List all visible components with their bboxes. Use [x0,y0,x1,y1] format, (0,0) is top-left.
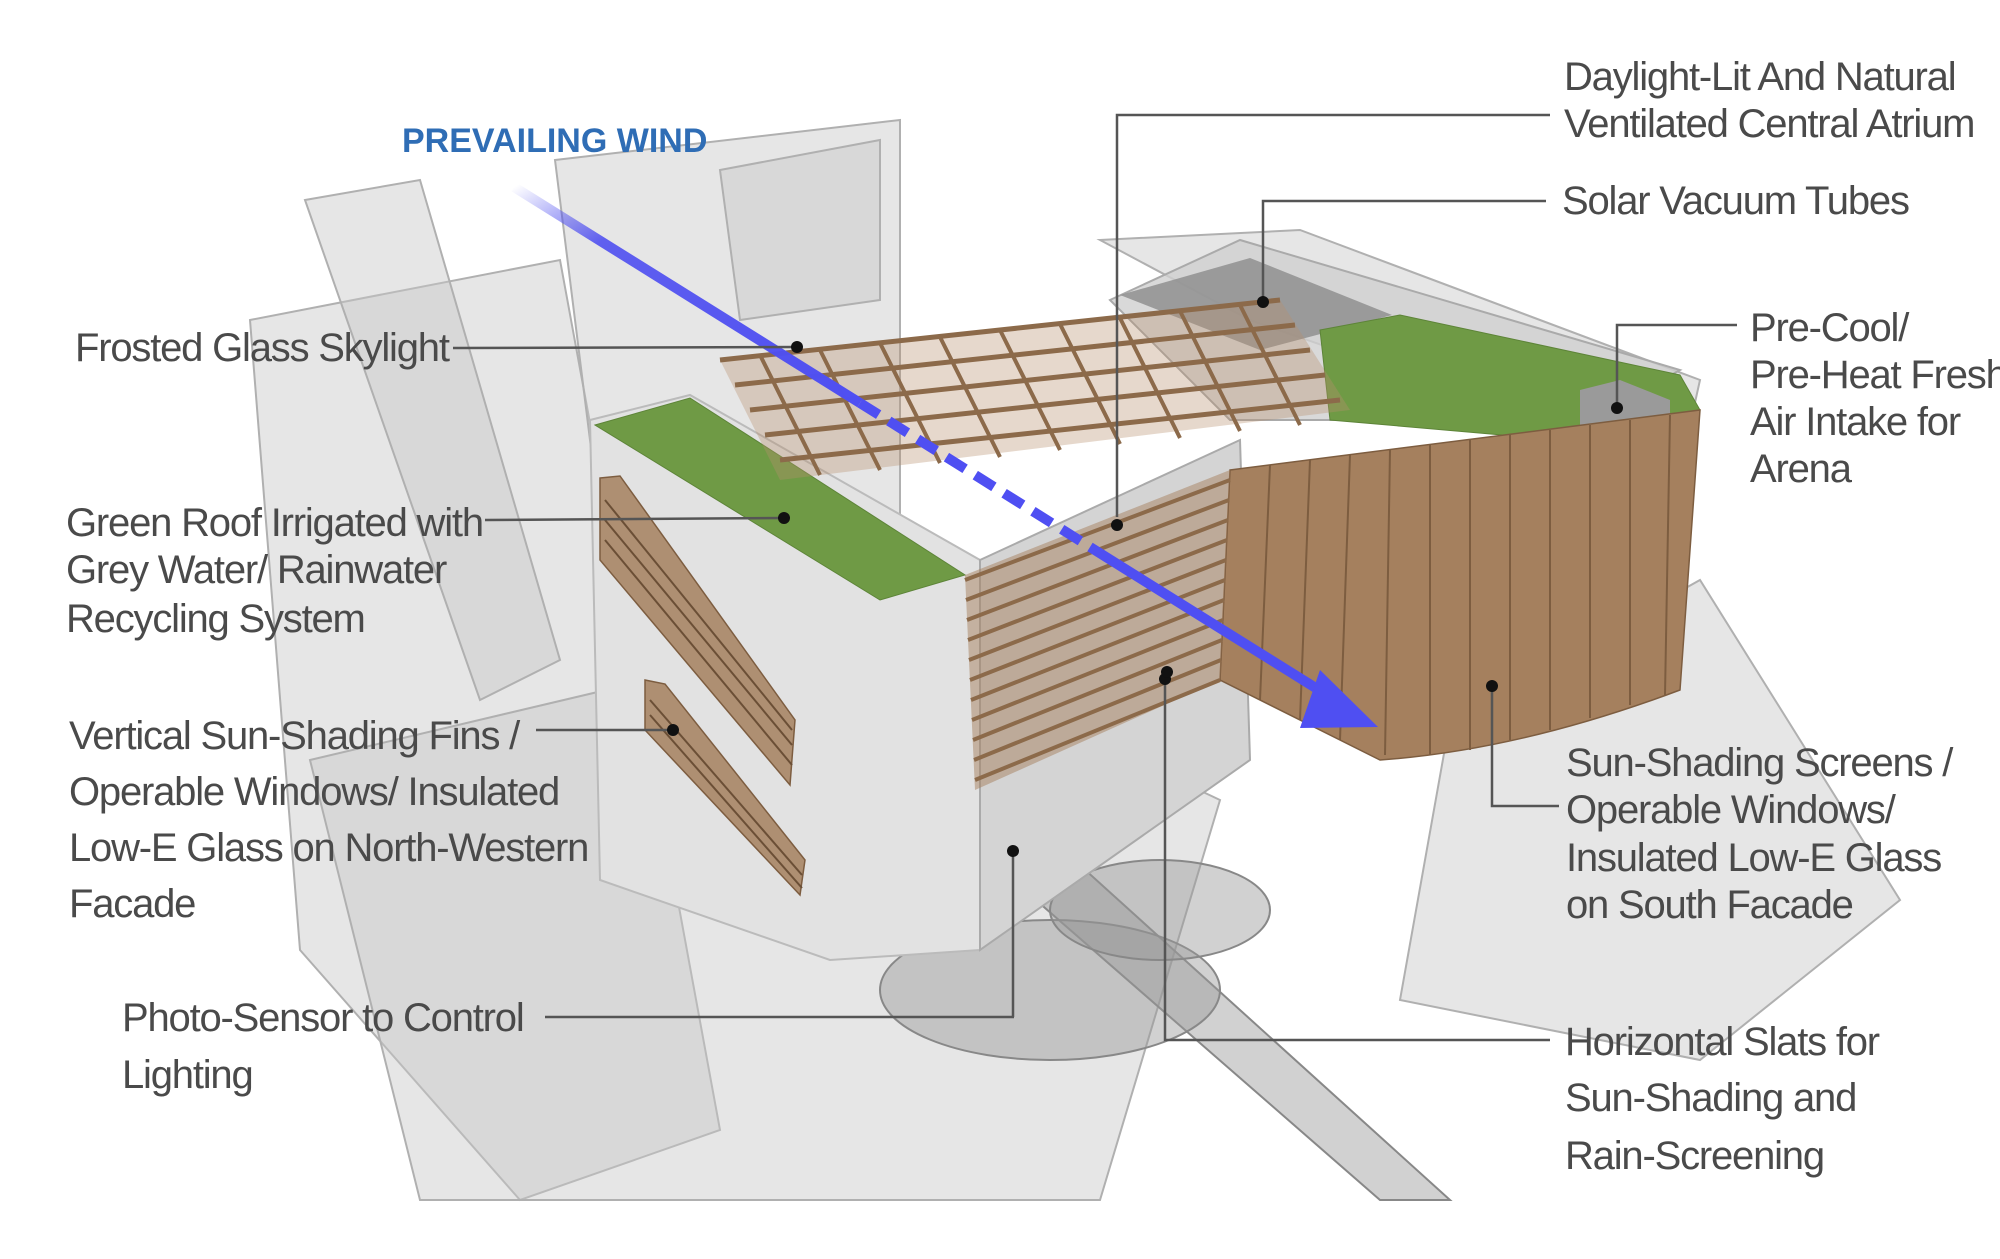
prevailing-wind-label: PREVAILING WIND [402,122,707,160]
prevailing-wind-arrow [511,182,1378,728]
label-line: Air Intake for [1750,400,1961,444]
label-line: Facade [69,882,195,926]
label-line: Vertical Sun-Shading Fins / [69,714,521,758]
label-atrium: Daylight-Lit And Natural Ventilated Cent… [1564,55,1975,146]
label-line: Daylight-Lit And Natural [1564,55,1955,99]
label-line: Pre-Heat Fresh [1750,353,2000,397]
label-line: Rain-Screening [1565,1134,1824,1178]
label-line: Low-E Glass on North-Western [69,826,588,870]
label-line: Arena [1750,447,1853,491]
label-slats: Horizontal Slats for Sun-Shading and Rai… [1565,1020,1881,1178]
callout-dots [667,296,1623,857]
label-line: Solar Vacuum Tubes [1562,179,1909,223]
horizontal-slats [964,470,1231,790]
label-precool: Pre-Cool/ Pre-Heat Fresh Air Intake for … [1750,306,2000,491]
label-line: Ventilated Central Atrium [1564,102,1974,146]
label-line: Recycling System [66,597,365,641]
label-solar: Solar Vacuum Tubes [1562,179,1910,223]
label-green-roof: Green Roof Irrigated with Grey Water/ Ra… [66,501,484,641]
label-fins: Vertical Sun-Shading Fins / Operable Win… [69,714,589,926]
leader-lines [452,113,1737,1042]
label-line: Operable Windows/ [1566,788,1897,832]
south-sun-shading-screen [1219,409,1701,761]
frosted-glass-skylight [719,297,1350,480]
label-line: Operable Windows/ Insulated [69,770,559,814]
label-photo-sensor: Photo-Sensor to Control Lighting [122,996,525,1097]
label-line: on South Facade [1566,883,1853,927]
label-line: Sun-Shading Screens / [1566,741,1954,785]
label-skylight: Frosted Glass Skylight [75,326,451,370]
label-line: Grey Water/ Rainwater [66,548,447,592]
label-line: Frosted Glass Skylight [75,326,450,370]
label-line: Pre-Cool/ [1750,306,1910,350]
label-line: Horizontal Slats for [1565,1020,1880,1064]
label-screens: Sun-Shading Screens / Operable Windows/ … [1566,741,1955,927]
label-line: Sun-Shading and [1565,1076,1856,1120]
label-line: Photo-Sensor to Control [122,996,524,1040]
label-line: Lighting [122,1053,253,1097]
label-line: Insulated Low-E Glass [1566,836,1941,880]
label-line: Green Roof Irrigated with [66,501,483,545]
vertical-sun-shading-fins [599,475,806,897]
